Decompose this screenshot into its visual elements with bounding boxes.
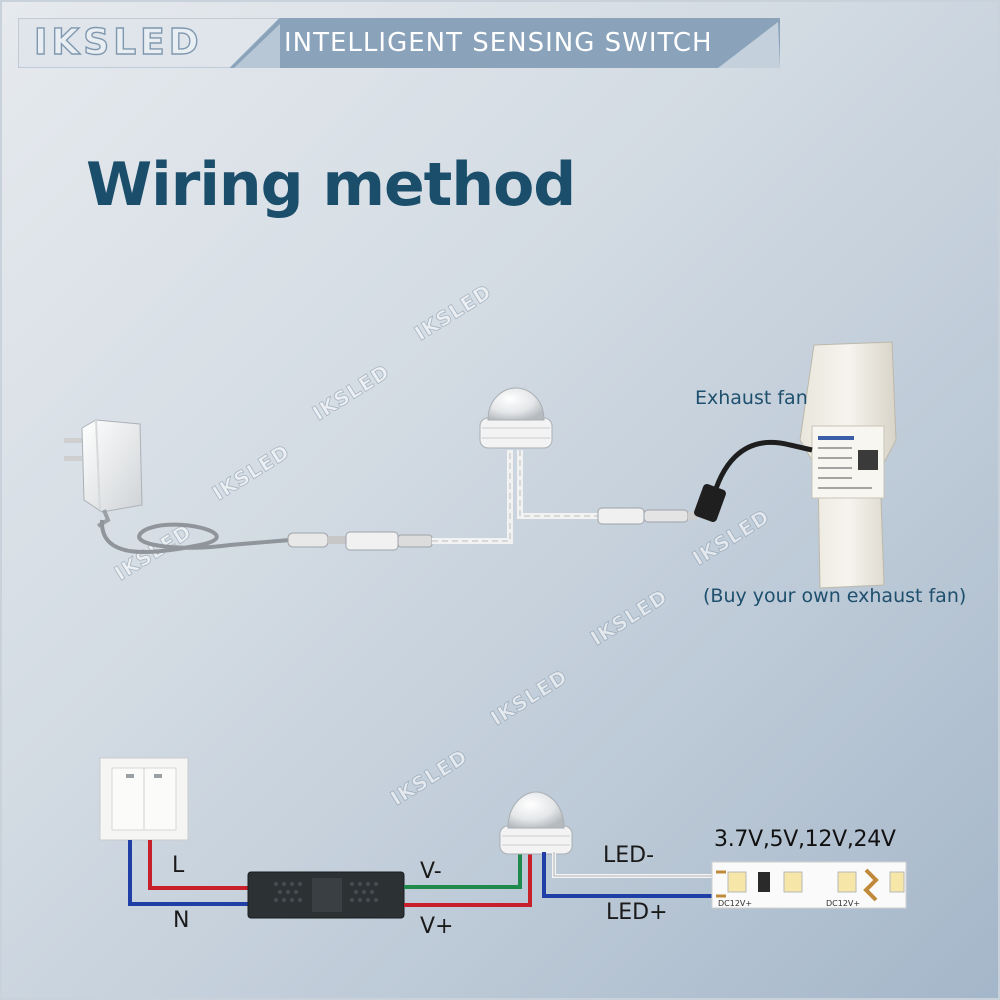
v-plus-label: V+ [420, 914, 454, 939]
cable-to-sensor [432, 450, 513, 544]
power-adapter [64, 419, 143, 528]
page-title: Wiring method [86, 150, 576, 220]
wire-ledplus-blue [542, 852, 724, 898]
wire-neutral-blue [128, 840, 252, 906]
fan-dc-jack [694, 484, 726, 522]
dc-connector-pair [597, 507, 698, 525]
cable-to-fan [517, 450, 600, 519]
wire-vplus-red [404, 852, 532, 907]
wall-switch [99, 757, 189, 841]
wire-line-red [148, 840, 252, 890]
led-minus-label: LED- [603, 843, 655, 868]
neutral-label: N [173, 908, 190, 933]
led-strip: DC12V+ DC12V+ [711, 861, 907, 909]
v-minus-label: V- [420, 859, 442, 884]
exhaust-fan [799, 341, 897, 589]
line-label: L [172, 853, 185, 878]
exhaust-fan-label: Exhaust fan [695, 387, 808, 409]
strip-marking: DC12V+ [826, 899, 860, 908]
led-driver [247, 871, 405, 919]
dc-plug [287, 532, 348, 548]
pir-sensor [479, 387, 553, 449]
pir-sensor-2 [499, 791, 573, 855]
adapter-cable [99, 519, 291, 555]
banner-background [18, 18, 780, 68]
header-banner: IKSLED INTELLIGENT SENSING SWITCH [18, 18, 780, 68]
voltage-label: 3.7V,5V,12V,24V [714, 827, 896, 852]
brand-logo: IKSLED [33, 21, 203, 63]
exhaust-fan-note: (Buy your own exhaust fan) [703, 585, 967, 607]
wire-vminus-green [404, 852, 522, 889]
led-plus-label: LED+ [606, 900, 668, 925]
banner-title: INTELLIGENT SENSING SWITCH [284, 28, 713, 58]
dc-socket [345, 531, 433, 551]
strip-marking: DC12V+ [718, 899, 752, 908]
fan-cable [709, 439, 813, 503]
